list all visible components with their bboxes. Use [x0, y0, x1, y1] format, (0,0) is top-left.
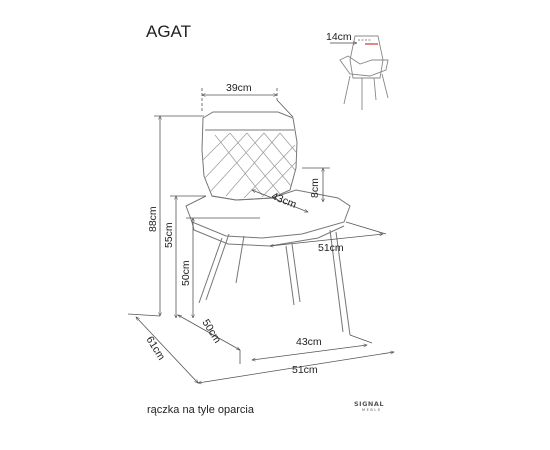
- inset-handle-width: 14cm: [326, 31, 352, 43]
- inset-chair-thumbnail: [339, 35, 389, 110]
- brand-logo-text: SIGNAL: [354, 400, 385, 408]
- dim-base-depth: 50cm: [199, 317, 223, 345]
- chair-drawing: [185, 111, 351, 336]
- product-title: AGAT: [146, 22, 191, 41]
- brand-logo: SIGNAL MEBLE: [354, 401, 384, 413]
- dim-total-depth: 61cm: [143, 334, 167, 362]
- chair-seat: [185, 189, 351, 239]
- dim-base-width-inner: 43cm: [296, 336, 322, 348]
- dimension-lines: [127, 88, 394, 383]
- dim-seat-width: 51cm: [318, 242, 344, 254]
- chair-leg-back-left: [235, 235, 245, 284]
- dim-armrest-height: 8cm: [309, 178, 321, 198]
- dim-total-height: 88cm: [147, 206, 159, 232]
- chair-quilting: [202, 132, 297, 199]
- handle-caption: rączka na tyle oparcia: [147, 404, 254, 416]
- chair-backrest: [201, 111, 298, 201]
- brand-logo-sub: MEBLE: [362, 408, 382, 412]
- chair-leg-front-right: [335, 231, 351, 336]
- chair-leg-front-left: [198, 237, 223, 304]
- dim-backrest-width: 39cm: [226, 82, 252, 94]
- chair-leg-front-mid: [285, 245, 295, 306]
- dim-seat-height: 50cm: [180, 260, 192, 286]
- dim-seat-depth: 43cm: [270, 190, 299, 211]
- dim-armrest-floor-height: 55cm: [163, 222, 175, 248]
- dim-base-width: 51cm: [292, 364, 318, 376]
